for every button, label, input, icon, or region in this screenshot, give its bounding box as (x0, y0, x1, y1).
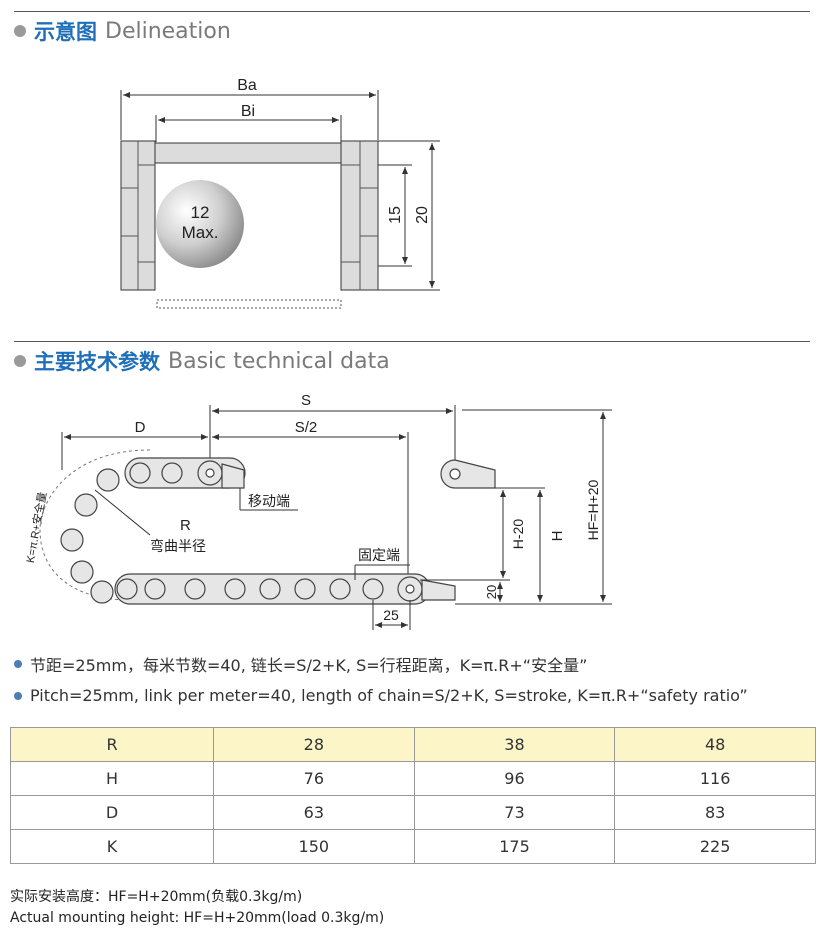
table-cell: 225 (614, 829, 816, 864)
ball-max-label: Max. (182, 223, 219, 242)
chain-lower-run (114, 573, 456, 605)
k-formula-label: K=π.R+安全量 (23, 491, 49, 564)
bend-radius-label: 弯曲半径 (150, 538, 206, 554)
dim-20-label: 20 (414, 206, 431, 224)
table-cell: K (10, 829, 214, 864)
top-rule (14, 11, 810, 12)
table-cell: D (10, 795, 214, 830)
crossbar (154, 142, 342, 164)
d-label: D (135, 419, 146, 436)
bullet-icon (14, 355, 26, 367)
spec-table: R 28 38 48 H 76 96 116 D 63 73 83 K 150 … (10, 727, 816, 864)
section-title-cn: 示意图 (34, 20, 97, 44)
table-cell: 175 (413, 829, 616, 864)
table-cell: 28 (213, 727, 415, 762)
delineation-diagram: Ba Bi 12 Max. 15 20 (120, 77, 440, 309)
table-cell: H (10, 761, 214, 796)
table-cell: 48 (614, 727, 816, 762)
k-arc-dashed (39, 449, 151, 601)
note-cn: 节距=25mm，每米节数=40, 链长=S/2+K, S=行程距离，K=π.R+… (14, 652, 587, 676)
table-cell: 150 (213, 829, 415, 864)
mid-rule (14, 341, 810, 342)
note-en-text: Pitch=25mm, link per meter=40, length of… (30, 686, 748, 705)
table-cell: 73 (413, 795, 616, 830)
table-cell: 38 (413, 727, 616, 762)
table-cell: 83 (614, 795, 816, 830)
table-cell: 76 (213, 761, 415, 796)
pitch-label: 25 (383, 607, 399, 623)
table-row: R 28 38 48 (10, 727, 816, 762)
dim-20-tech-label: 20 (484, 585, 499, 599)
section-title-en: Delineation (105, 18, 231, 44)
section-delineation-title: 示意图 Delineation (14, 16, 231, 46)
section-title-cn: 主要技术参数 (34, 350, 160, 374)
bullet-icon (14, 25, 26, 37)
section-title-en: Basic technical data (168, 348, 390, 374)
table-row: K 150 175 225 (10, 829, 816, 864)
section-technical-title: 主要技术参数 Basic technical data (14, 346, 390, 376)
r-label: R (180, 517, 191, 534)
table-cell: 63 (213, 795, 415, 830)
dim-15-label: 15 (387, 206, 404, 224)
s-label: S (301, 392, 311, 409)
bi-label: Bi (241, 103, 255, 120)
footer-en: Actual mounting height: HF=H+20mm(load 0… (10, 910, 385, 926)
note-cn-text: 节距=25mm，每米节数=40, 链长=S/2+K, S=行程距离，K=π.R+… (30, 656, 588, 675)
ball-size-label: 12 (191, 203, 210, 222)
footer-cn: 实际安装高度：HF=H+20mm(负载0.3kg/m) (10, 889, 303, 905)
note-bullet-icon (14, 691, 22, 700)
technical-diagram: S S/2 D K=π.R+安全量 移动端 R 弯曲半径 固定端 25 (23, 392, 612, 630)
note-en: Pitch=25mm, link per meter=40, length of… (14, 686, 748, 705)
h-minus-20-label: H-20 (510, 519, 526, 550)
ba-label: Ba (237, 77, 257, 94)
table-cell: R (10, 727, 214, 762)
moving-end-label: 移动端 (248, 493, 290, 509)
table-cell: 96 (413, 761, 616, 796)
bottom-bar-dotted (156, 299, 342, 309)
table-row: D 63 73 83 (10, 795, 816, 830)
fixed-end-label: 固定端 (358, 547, 400, 563)
note-bullet-icon (14, 660, 22, 668)
chain-upper-run (60, 457, 246, 604)
moving-end-link (440, 459, 496, 489)
s-half-label: S/2 (295, 419, 318, 436)
h-label: H (549, 531, 566, 542)
hf-label: HF=H+20 (585, 479, 601, 540)
table-row: H 76 96 116 (10, 761, 816, 796)
table-cell: 116 (614, 761, 816, 796)
cable-ball-icon (156, 180, 244, 268)
